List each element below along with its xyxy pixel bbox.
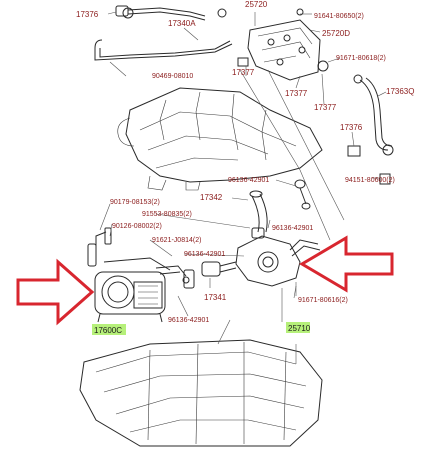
intake-manifold <box>117 87 323 191</box>
top-hose-assembly <box>94 5 233 61</box>
part-label: 17377 <box>314 103 337 112</box>
part-label: 96136-42901 <box>228 177 269 184</box>
part-label: 96136-42901 <box>168 317 209 324</box>
valve-highlight <box>286 322 310 333</box>
pump-part-number: 17600C <box>94 326 122 335</box>
air-switching-valve-25710 <box>235 227 321 322</box>
part-label: 94151-80600(2) <box>345 177 395 184</box>
engine-block <box>79 319 323 447</box>
part-label: 17342 <box>200 193 223 202</box>
part-label: 25720 <box>245 0 268 9</box>
egr-valve-assembly-top <box>237 8 329 81</box>
middle-hose-17342 <box>249 179 311 233</box>
valve-part-number: 25710 <box>288 324 311 333</box>
part-label: 25720D <box>322 29 350 38</box>
part-label: 91553-80835(2) <box>142 211 192 218</box>
part-label: 17377 <box>232 68 255 77</box>
part-label: 90126-08002(2) <box>112 223 162 230</box>
part-label: 17340A <box>168 19 196 28</box>
connector-17341 <box>182 261 237 284</box>
right-hose <box>347 74 394 185</box>
part-label: 91671-80616(2) <box>298 297 348 304</box>
part-label: 91621-J0814(2) <box>152 237 201 244</box>
part-label: 17376 <box>76 10 99 19</box>
air-pump-17600c <box>87 227 195 323</box>
part-label: 96136-42901 <box>184 251 225 258</box>
leader-lines <box>99 11 387 317</box>
part-label: 17363Q <box>386 87 414 96</box>
part-label: 17376 <box>340 123 363 132</box>
part-label: 96136-42901 <box>272 225 313 232</box>
part-label: 91671-80618(2) <box>336 55 386 62</box>
part-label: 90469-08010 <box>152 73 193 80</box>
pump-highlight <box>92 324 126 335</box>
right-arrow-icon <box>299 235 394 293</box>
part-label: 90179-08153(2) <box>110 199 160 206</box>
part-label: 17377 <box>285 89 308 98</box>
lead-line <box>239 69 331 241</box>
left-arrow-icon <box>16 258 95 326</box>
part-label: 17341 <box>204 293 227 302</box>
part-label: 91641-80650(2) <box>314 13 364 20</box>
lead-line <box>267 69 345 221</box>
